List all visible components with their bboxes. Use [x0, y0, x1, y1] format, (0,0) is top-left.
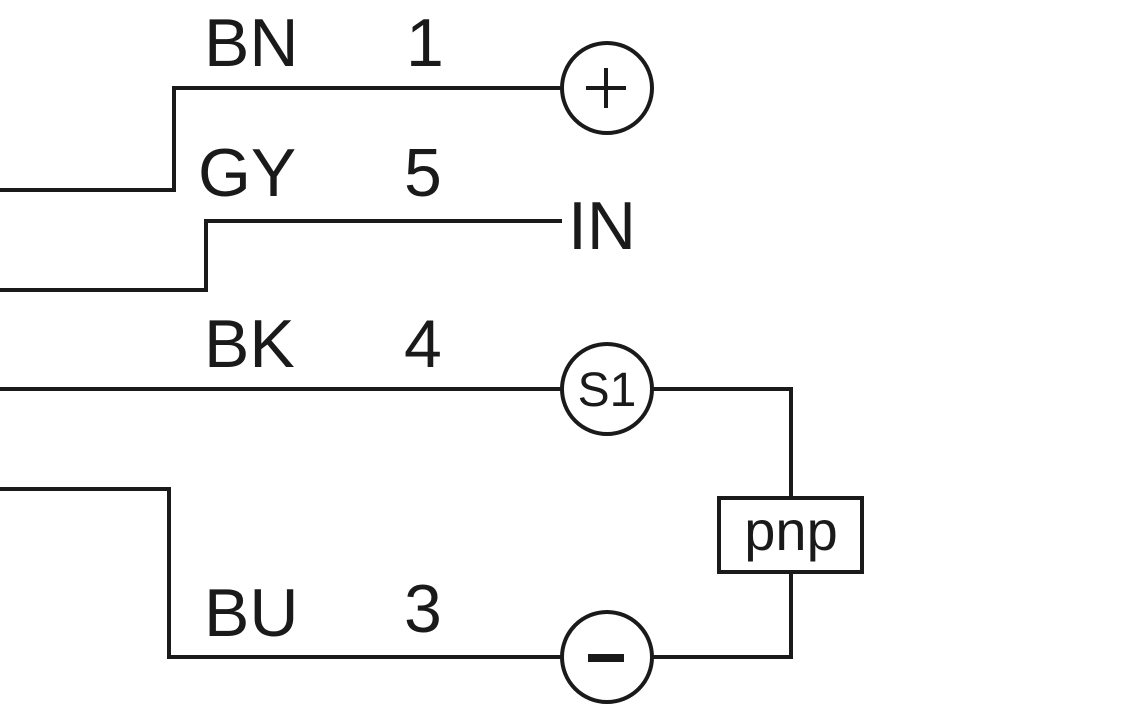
wire-gy-line [0, 219, 562, 292]
wire-gy: GY 5 IN [0, 135, 636, 292]
wire-bk-pin-label: 4 [404, 306, 442, 382]
wire-bn-pin-label: 1 [406, 5, 444, 81]
wire-bn-color-label: BN [204, 5, 298, 81]
wire-s1-to-pnp-line [652, 387, 793, 498]
wire-bu-pin-label: 3 [404, 571, 442, 647]
pnp-label: pnp [744, 499, 837, 562]
wire-bu-color-label: BU [204, 575, 298, 651]
terminal-s1-label: S1 [578, 364, 637, 417]
terminal-in-label: IN [568, 188, 636, 264]
wire-gy-pin-label: 5 [404, 135, 442, 211]
wire-bu-line [0, 487, 562, 659]
wire-bn: BN 1 + + [0, 5, 654, 192]
wire-bn-line [0, 86, 562, 192]
plus-icon [586, 68, 626, 108]
terminal-s1: S1 [560, 342, 654, 436]
wire-bk: BK 4 S1 [0, 306, 793, 498]
wire-bk-color-label: BK [204, 306, 295, 382]
wire-minus-to-pnp-line [652, 572, 793, 659]
terminal-s1-circle [560, 342, 654, 436]
wire-bu: BU 3 − − [0, 487, 793, 704]
pnp-output-stage: pnp [717, 496, 864, 574]
terminal-minus: − − [560, 610, 654, 704]
wire-gy-color-label: GY [198, 135, 296, 211]
pnp-box [717, 496, 864, 574]
terminal-plus: + + [560, 41, 654, 135]
minus-icon [588, 654, 624, 662]
